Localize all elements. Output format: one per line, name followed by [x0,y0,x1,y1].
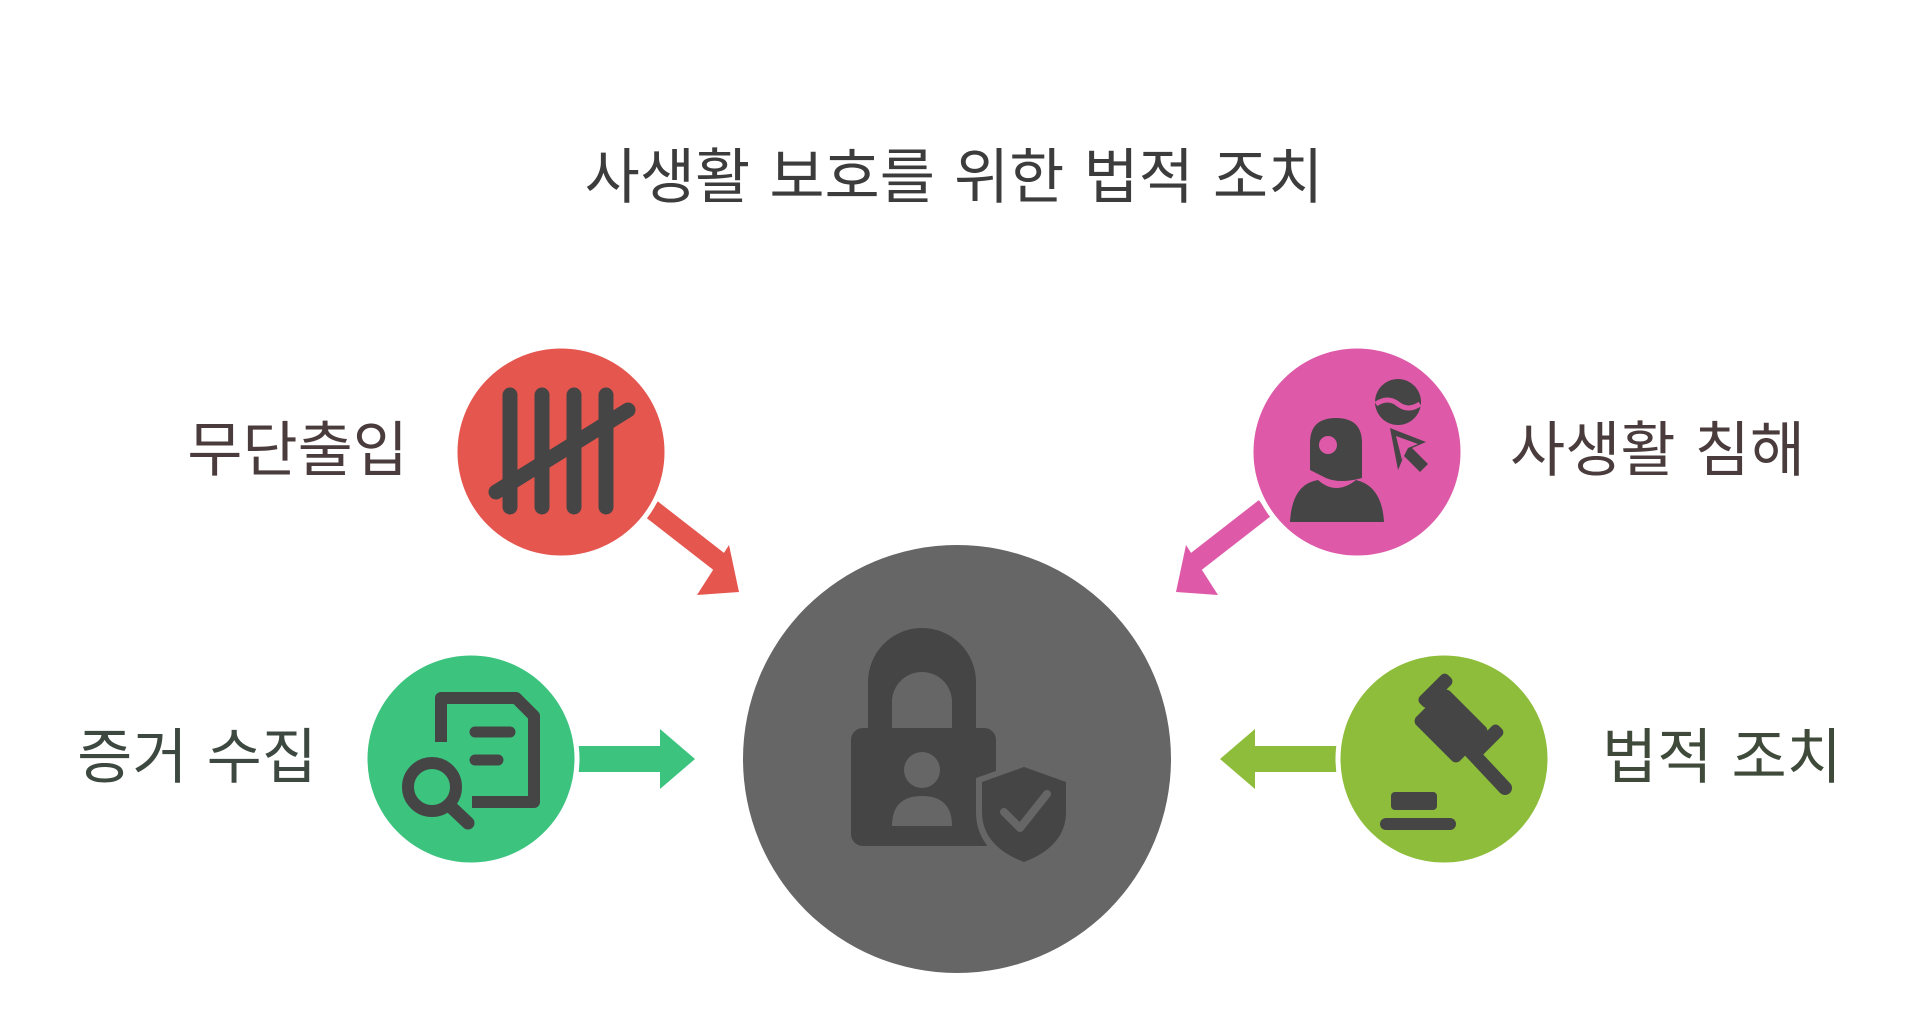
document-search-icon [402,692,540,830]
page-title: 사생활 보호를 위한 법적 조치 [584,143,1324,213]
node-evidence [362,650,695,868]
node-legal-action [1220,650,1553,868]
node-trespass [452,343,739,595]
arrow-shaft-invasion [1186,500,1272,572]
person-with-cursor-icon [1290,379,1428,522]
arrow-head-invasion [1176,545,1218,595]
circle-legal-action [1335,650,1553,868]
arrow-head-trespass [697,545,739,595]
node-invasion [1176,343,1466,595]
arrow-head-evidence [660,729,695,789]
label-evidence-collection: 증거 수집 [77,723,317,793]
center-node [743,545,1171,973]
label-privacy-invasion: 사생활 침해 [1510,416,1806,486]
arrow-shaft-trespass [643,500,729,572]
arrow-head-legal-action [1220,729,1255,789]
lock-with-person-and-shield-check-icon [851,628,1072,870]
gavel-icon [1380,673,1512,830]
label-legal-action: 법적 조치 [1602,723,1842,793]
label-trespass: 무단출입 [187,416,408,486]
tally-marks-icon [488,387,636,515]
